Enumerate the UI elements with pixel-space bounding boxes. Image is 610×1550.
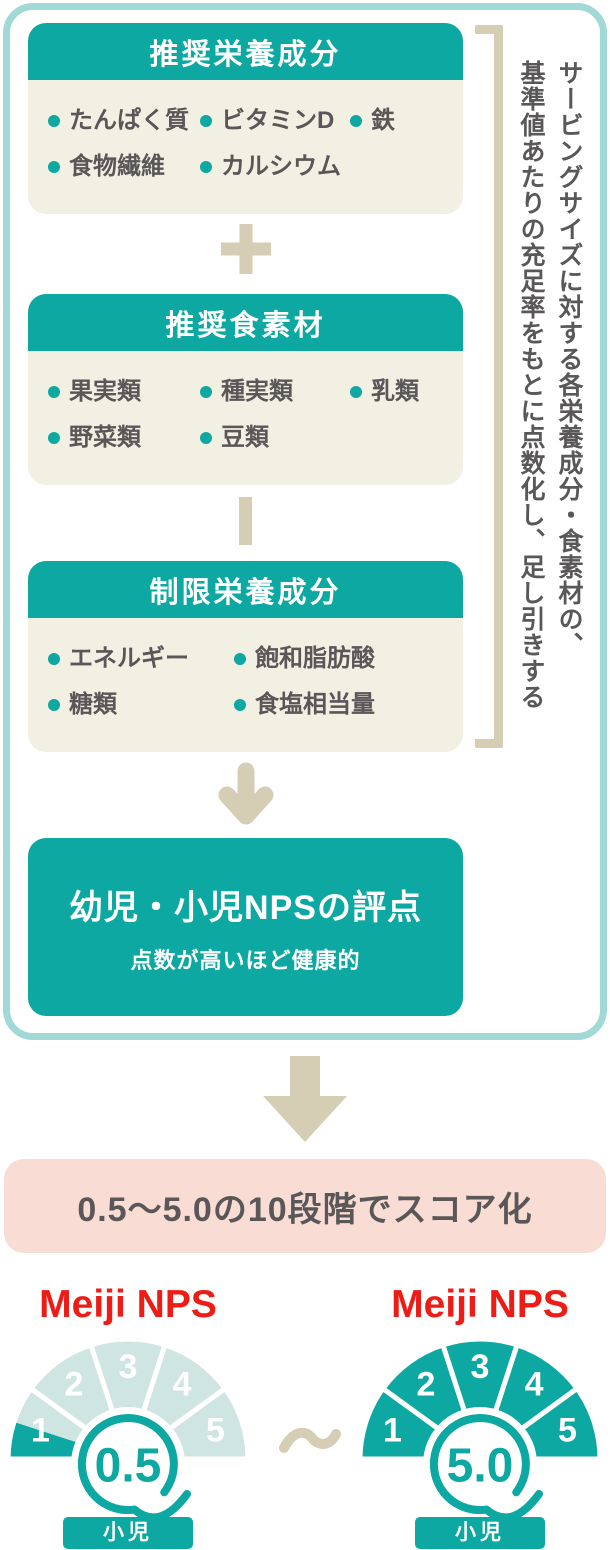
card-item-label: 糖類 — [69, 691, 117, 718]
segment-number: 4 — [173, 1366, 192, 1404]
minus-icon — [239, 497, 252, 545]
card-item-label: 食塩相当量 — [255, 691, 375, 718]
bullet-icon — [350, 115, 362, 127]
card-item-label: カルシウム — [221, 153, 341, 180]
card-item-label: 果実類 — [69, 378, 141, 405]
nps-calculation-panel: 推奨栄養成分 たんぱく質 ビタミンD 鉄食物繊維 カルシウム 推奨食素材 果実類 種実類… — [3, 3, 607, 1040]
score-value: 0.5 — [95, 1440, 162, 1493]
card-item-label: ビタミンD — [221, 107, 335, 134]
tilde-icon — [279, 1427, 341, 1453]
card-title-recommended-foods: 推奨食素材 — [28, 294, 463, 351]
result-box: 幼児・小児NPSの評点 点数が高いほど健康的 — [28, 838, 463, 1016]
side-note: サービングサイズに対する各栄養成分・食素材の、 基準値あたりの充足率をもとに点数… — [512, 60, 588, 715]
card-item-label: たんぱく質 — [69, 107, 189, 134]
score-value: 5.0 — [447, 1440, 514, 1493]
bullet-icon — [200, 432, 212, 444]
card-item: 食塩相当量 — [234, 690, 445, 720]
card-item-list: エネルギー 飽和脂肪酸糖類 食塩相当量 — [28, 618, 463, 752]
score-ring-tail — [482, 1490, 543, 1522]
bullet-icon — [48, 115, 60, 127]
card-item-label: 食物繊維 — [69, 153, 165, 180]
card-title-restricted-nutrients: 制限栄養成分 — [28, 561, 463, 618]
bullet-icon — [48, 161, 60, 173]
score-ring — [429, 1414, 530, 1515]
card-item: 乳類 — [350, 377, 445, 407]
card-item-label: 種実類 — [221, 378, 293, 405]
big-down-arrow-icon — [263, 1056, 347, 1142]
score-circle-background — [71, 1407, 185, 1521]
brand-label: Meiji NPS — [391, 1283, 569, 1326]
card-item-label: エネルギー — [69, 645, 189, 672]
segment-number: 4 — [525, 1366, 544, 1404]
card-item-label: 野菜類 — [69, 424, 141, 451]
bullet-icon — [48, 386, 60, 398]
card-item: 豆類 — [200, 423, 350, 453]
card-title-recommended-nutrients: 推奨栄養成分 — [28, 23, 463, 80]
side-bracket — [475, 25, 503, 748]
segment-number: 3 — [471, 1348, 490, 1386]
age-badge: 小児 — [63, 1517, 193, 1549]
bullet-icon — [200, 386, 212, 398]
card-item: 糖類 — [48, 690, 234, 720]
card-item: 食物繊維 — [48, 152, 200, 182]
age-badge: 小児 — [415, 1517, 545, 1549]
plus-icon — [220, 224, 271, 274]
score-banner: 0.5〜5.0の10段階でスコア化 — [4, 1159, 606, 1253]
card-item-label: 乳類 — [371, 378, 419, 405]
card-item: 種実類 — [200, 377, 350, 407]
card-item: たんぱく質 — [48, 106, 200, 136]
result-title: 幼児・小児NPSの評点 — [69, 888, 422, 927]
card-restricted-nutrients: 制限栄養成分 エネルギー 飽和脂肪酸糖類 食塩相当量 — [28, 561, 463, 752]
segment-number: 1 — [383, 1412, 402, 1450]
segment-number: 5 — [558, 1412, 577, 1450]
bullet-icon — [48, 699, 60, 711]
card-item: エネルギー — [48, 644, 234, 674]
result-subtitle: 点数が高いほど健康的 — [130, 947, 361, 973]
card-item-label: 鉄 — [371, 107, 395, 134]
bullet-icon — [200, 115, 212, 127]
segment-number: 3 — [119, 1348, 138, 1386]
card-item: ビタミンD — [200, 106, 350, 136]
card-item: 鉄 — [350, 106, 445, 136]
score-circle-background — [423, 1407, 537, 1521]
card-item-list: たんぱく質 ビタミンD 鉄食物繊維 カルシウム — [28, 80, 463, 214]
score-ring-tail — [130, 1490, 191, 1522]
bullet-icon — [48, 653, 60, 665]
card-recommended-nutrients: 推奨栄養成分 たんぱく質 ビタミンD 鉄食物繊維 カルシウム — [28, 23, 463, 214]
bullet-icon — [234, 653, 246, 665]
down-arrow-icon — [218, 762, 273, 825]
segment-number: 1 — [31, 1412, 50, 1450]
segment-number: 2 — [416, 1366, 435, 1404]
bullet-icon — [200, 161, 212, 173]
side-note-line1: サービングサイズに対する各栄養成分・食素材の、 — [555, 60, 583, 658]
card-recommended-foods: 推奨食素材 果実類 種実類 乳類野菜類 豆類 — [28, 294, 463, 485]
segment-number: 5 — [206, 1412, 225, 1450]
bullet-icon — [350, 386, 362, 398]
side-note-line2: 基準値あたりの充足率をもとに点数化し、足し引きする — [517, 60, 545, 710]
card-item: カルシウム — [200, 152, 350, 182]
card-item: 果実類 — [48, 377, 200, 407]
bullet-icon — [234, 699, 246, 711]
segment-number: 2 — [64, 1366, 83, 1404]
score-ring — [77, 1414, 178, 1515]
flow-column: 推奨栄養成分 たんぱく質 ビタミンD 鉄食物繊維 カルシウム 推奨食素材 果実類 種実類… — [28, 23, 463, 1016]
brand-label: Meiji NPS — [39, 1283, 217, 1326]
card-item: 飽和脂肪酸 — [234, 644, 445, 674]
card-item-list: 果実類 種実類 乳類野菜類 豆類 — [28, 351, 463, 485]
bullet-icon — [48, 432, 60, 444]
card-item: 野菜類 — [48, 423, 200, 453]
card-item-label: 豆類 — [221, 424, 269, 451]
card-item-label: 飽和脂肪酸 — [255, 645, 375, 672]
